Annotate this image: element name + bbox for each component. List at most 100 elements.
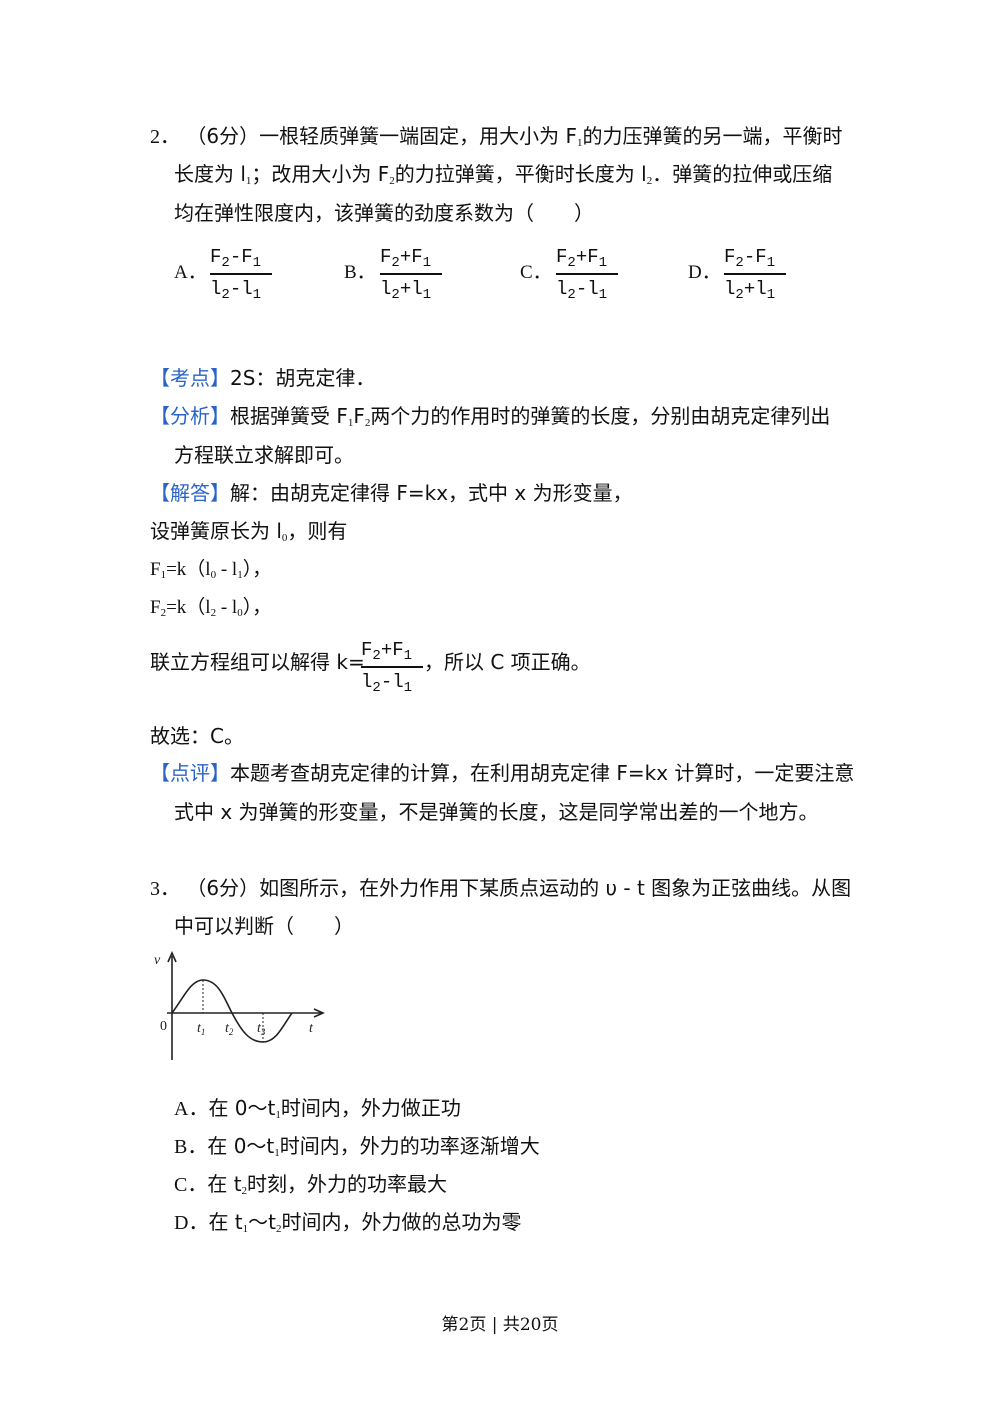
- q3-line1: 3． （6分）如图所示，在外力作用下某质点运动的 υ - t 图象为正弦曲线。从…: [150, 874, 851, 903]
- sub: 2: [241, 1185, 248, 1197]
- t: ），: [242, 597, 272, 618]
- t: 在 t: [208, 1210, 243, 1234]
- sub: 0: [210, 569, 217, 581]
- option-label: C．: [174, 1174, 208, 1196]
- dianping: 【点评】本题考查胡克定律的计算，在利用胡克定律 F=kx 计算时，一定要注意: [150, 759, 854, 787]
- q3-number: 3．: [150, 878, 180, 900]
- q3-points: （6分）: [186, 876, 260, 900]
- t: ），: [242, 559, 272, 580]
- t: -F: [743, 246, 767, 268]
- jieda-tag: 【解答】: [150, 481, 230, 505]
- v-axis-arrow: [167, 951, 177, 963]
- t: 在 0～t: [208, 1096, 276, 1120]
- q2-text-1: 一根轻质弹簧一端固定，用大小为 F: [259, 124, 577, 148]
- t: 在 t: [207, 1172, 242, 1196]
- t: +F: [399, 246, 423, 268]
- t: 两个力的作用时的弹簧的长度，分别由胡克定律列出: [370, 404, 831, 428]
- sub: 1: [160, 569, 167, 581]
- t: 时间内，外力的功率逐渐增大: [279, 1134, 540, 1158]
- original-length-line: 设弹簧原长为 l0，则有: [150, 517, 347, 552]
- sub: 2: [567, 255, 576, 271]
- sub: 1: [422, 287, 432, 303]
- sub: 2: [391, 287, 400, 303]
- sub: 2: [364, 417, 371, 429]
- t: 解：由胡克定律得 F=kx，式中 x 为形变量，: [230, 481, 633, 505]
- sub: 1: [422, 255, 432, 271]
- t: 在 0～t: [207, 1134, 275, 1158]
- q2-text-2b: ；改用大小为 F: [251, 162, 390, 186]
- fenxi-tag: 【分析】: [150, 404, 230, 428]
- equation-1: F1=k（l0 - l1），: [150, 556, 271, 589]
- sub: 2: [372, 680, 381, 696]
- t: t: [257, 1021, 262, 1036]
- t: =k（l: [166, 597, 211, 618]
- q3-line2: 中可以判断（ ）: [174, 912, 354, 940]
- fraction-bar: [724, 273, 786, 275]
- t: F: [361, 639, 373, 661]
- sub: 1: [598, 287, 608, 303]
- sub: 2: [221, 255, 230, 271]
- fraction-bar: [361, 666, 423, 668]
- sub: 2: [221, 287, 230, 303]
- t: =k（l: [166, 559, 211, 580]
- fraction-bar: [210, 273, 272, 275]
- t: 本题考查胡克定律的计算，在利用胡克定律 F=kx 计算时，一定要注意: [230, 761, 855, 785]
- q2-points: （6分）: [186, 124, 260, 148]
- option-label: D．: [688, 262, 721, 283]
- q3-option-c: C．在 t2时刻，外力的功率最大: [174, 1170, 447, 1205]
- option-label: C．: [520, 262, 552, 283]
- q2-line3: 均在弹性限度内，该弹簧的劲度系数为（ ）: [174, 199, 594, 227]
- t: -l: [575, 278, 599, 300]
- sub: 1: [598, 255, 608, 271]
- t: l: [724, 278, 736, 300]
- jieda: 【解答】解：由胡克定律得 F=kx，式中 x 为形变量，: [150, 479, 633, 507]
- q2-text-1b: 的力压弹簧的另一端，平衡时: [582, 124, 843, 148]
- t: +F: [380, 639, 404, 661]
- t: 根据弹簧受 F: [230, 404, 348, 428]
- sub: 1: [576, 137, 583, 149]
- t: l: [361, 671, 373, 693]
- t: ～t: [248, 1210, 276, 1234]
- q3-option-a: A．在 0～t1时间内，外力做正功: [174, 1094, 461, 1129]
- t: 如图所示，在外力作用下某质点运动的 υ - t 图象为正弦曲线。从图: [259, 876, 852, 900]
- option-label: A．: [174, 1098, 209, 1120]
- t: 方程联立求解即可。: [174, 443, 354, 467]
- sub: 1: [766, 287, 776, 303]
- sub: 3: [260, 1027, 266, 1037]
- choice: 故选：C。: [150, 722, 244, 750]
- origin-label: 0: [160, 1019, 167, 1034]
- sub: 2: [229, 1027, 234, 1037]
- t: - l: [216, 597, 238, 618]
- t: +l: [399, 278, 423, 300]
- page-footer: 第2页 | 共20页: [441, 1315, 559, 1335]
- t: 时间内，外力做的总功为零: [281, 1210, 522, 1234]
- t: 中可以判断（ ）: [174, 914, 354, 938]
- sub: 0: [237, 607, 243, 619]
- option-label: A．: [174, 262, 207, 283]
- sub: 1: [242, 1223, 249, 1235]
- fraction-bar: [556, 273, 618, 275]
- sub: 1: [252, 255, 262, 271]
- kaodian: 【考点】2S：胡克定律．: [150, 364, 375, 392]
- t: l: [556, 278, 568, 300]
- t: F: [353, 404, 365, 428]
- t: F: [724, 246, 736, 268]
- t3-label: t3: [257, 1021, 266, 1037]
- dianping-tag: 【点评】: [150, 761, 230, 785]
- t: F: [150, 597, 161, 618]
- dianping-line2: 式中 x 为弹簧的形变量，不是弹簧的长度，这是同学常出差的一个地方。: [174, 798, 819, 826]
- t: l: [210, 278, 222, 300]
- fenxi: 【分析】根据弹簧受 F1F2两个力的作用时的弹簧的长度，分别由胡克定律列出: [150, 402, 830, 437]
- t: -l: [229, 278, 253, 300]
- sub: 0: [281, 532, 288, 544]
- q3-option-b: B．在 0～t1时间内，外力的功率逐渐增大: [174, 1132, 540, 1167]
- v-label: v: [154, 953, 161, 968]
- t: -F: [229, 246, 253, 268]
- t: t: [197, 1021, 202, 1036]
- t: F: [150, 559, 161, 580]
- option-label: B．: [174, 1136, 208, 1158]
- t: -l: [380, 671, 404, 693]
- sub: 1: [766, 255, 776, 271]
- t: ，所以 C 项正确。: [424, 650, 591, 674]
- t: 时间内，外力做正功: [280, 1096, 461, 1120]
